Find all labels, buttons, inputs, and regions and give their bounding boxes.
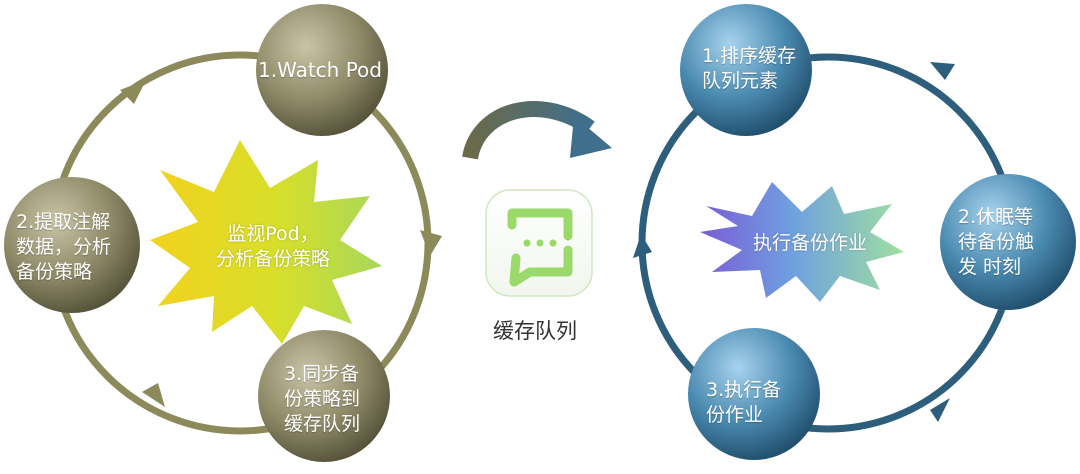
- left-node-sync-label: 3.同步备 份策略到 缓存队列: [284, 363, 361, 435]
- right-node-sleep: [940, 174, 1076, 310]
- right-center-burst: [700, 182, 904, 302]
- right-node-run-label: 3.执行备 份作业: [706, 379, 782, 426]
- right-node-sleep-label: 2.休眠等 待备份触 发 时刻: [958, 206, 1035, 278]
- left-node-extract-label: 2.提取注解 数据，分析 备份策略: [16, 211, 112, 283]
- left-center-burst: [150, 140, 382, 344]
- left-node-extract: [4, 177, 140, 313]
- message-queue-icon: [485, 189, 593, 297]
- left-center-label: 监视Pod， 分析备份策略: [215, 223, 330, 270]
- left-ring-arrow-bottom: [142, 383, 165, 407]
- left-ring-arrow-right: [420, 230, 442, 256]
- transfer-arrow: [462, 101, 612, 160]
- queue-caption: 缓存队列: [493, 319, 577, 343]
- right-node-sort: [680, 4, 812, 136]
- right-center-label: 执行备份作业: [752, 232, 867, 254]
- right-node-run: [688, 328, 820, 460]
- right-ring-arrow-bottom: [930, 398, 950, 422]
- right-node-sort-label: 1.排序缓存 队列元素: [702, 45, 797, 92]
- left-node-sync: [258, 330, 390, 462]
- left-node-watch-label: 1.Watch Pod: [258, 58, 382, 82]
- right-ring-arrow-left: [633, 234, 652, 258]
- right-ring-arrow-top: [930, 62, 955, 80]
- left-node-watch: [256, 4, 388, 136]
- left-ring-arrow-top: [120, 80, 146, 104]
